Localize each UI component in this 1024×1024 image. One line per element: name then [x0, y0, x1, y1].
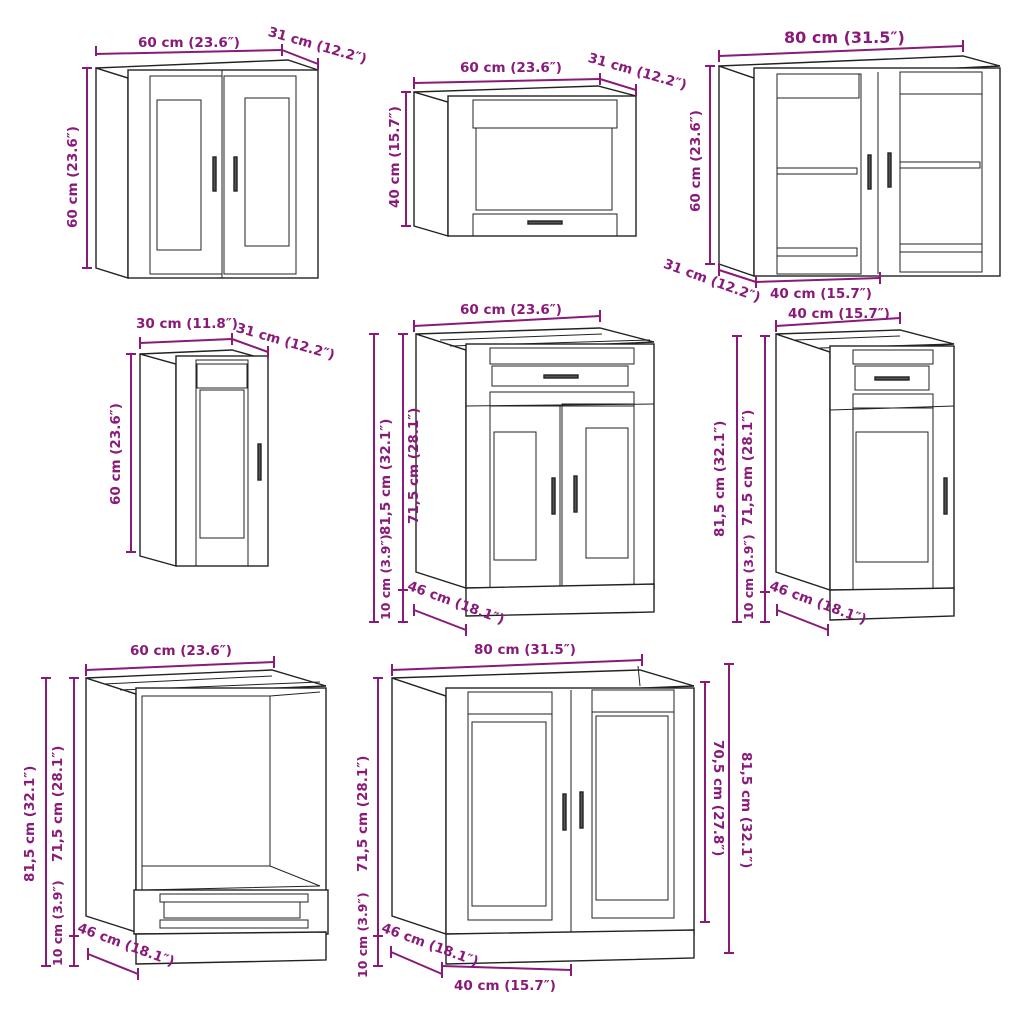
dim-height-cab3: 60 cm (23.6″) — [688, 110, 704, 212]
cabinet-sink-base-80 — [391, 665, 695, 965]
dim-plinth-cab8: 10 cm (3.9″) — [355, 892, 370, 978]
dim-plinth-cab5: 10 cm (3.9″) — [378, 534, 393, 620]
dims-cabinet-6 — [732, 312, 901, 636]
dim-width-cab2: 60 cm (23.6″) — [460, 60, 562, 76]
dim-width-cab1: 60 cm (23.6″) — [138, 35, 240, 51]
dim-width-cab5: 60 cm (23.6″) — [460, 302, 562, 318]
dim-total-height-cab5: 81,5 cm (32.1″) — [378, 418, 394, 535]
dim-door-width-cab3: 40 cm (15.7″) — [770, 286, 872, 302]
dim-plinth-cab7: 10 cm (3.9″) — [50, 880, 65, 966]
dim-door-width-cab8: 40 cm (15.7″) — [454, 978, 556, 994]
cabinet-oven-housing-60 — [85, 669, 329, 965]
cabinet-base-drawer-2door-60 — [415, 327, 655, 617]
dims-cabinet-7 — [41, 656, 275, 980]
cabinet-wall-glass-80 — [718, 55, 1001, 277]
dim-plinth-cab6: 10 cm (3.9″) — [741, 534, 756, 620]
dims-cabinet-4 — [126, 333, 269, 553]
dim-total-height-cab6: 81,5 cm (32.1″) — [712, 420, 728, 537]
dim-width-cab7: 60 cm (23.6″) — [130, 643, 232, 659]
dims-cabinet-8 — [373, 654, 734, 978]
dim-height-cab1: 60 cm (23.6″) — [65, 126, 81, 228]
dim-door-height-cab8: 70,5 cm (27.8″) — [710, 740, 726, 857]
cabinet-wall-2door-60 — [95, 59, 319, 279]
cabinet-wall-1door-30 — [139, 349, 269, 567]
dim-total-height-cab8: 81,5 cm (32.1″) — [738, 752, 754, 869]
dim-body-height-cab8: 71,5 cm (28.1″) — [355, 755, 371, 872]
dims-cabinet-2 — [401, 73, 637, 227]
dim-width-cab8: 80 cm (31.5″) — [474, 642, 576, 658]
dim-body-height-cab6: 71,5 cm (28.1″) — [740, 409, 756, 526]
dim-width-cab4: 30 cm (11.8″) — [136, 316, 238, 332]
cabinet-base-drawer-1door-40 — [775, 329, 955, 621]
dims-cabinet-5 — [369, 310, 601, 636]
dim-total-height-cab7: 81,5 cm (32.1″) — [22, 765, 38, 882]
dim-body-height-cab5-label: 71,5 cm (28.1″) — [406, 407, 422, 524]
dim-body-height-cab7: 71,5 cm (28.1″) — [50, 745, 66, 862]
dims-cabinet-3 — [705, 40, 964, 288]
dim-width-cab3: 80 cm (31.5″) — [784, 28, 905, 47]
cabinet-wall-flap-60 — [413, 85, 637, 237]
dim-height-cab2: 40 cm (15.7″) — [387, 106, 403, 208]
dim-height-cab4: 60 cm (23.6″) — [108, 403, 124, 505]
dims-cabinet-1 — [82, 44, 319, 269]
dim-width-cab6: 40 cm (15.7″) — [788, 306, 890, 322]
